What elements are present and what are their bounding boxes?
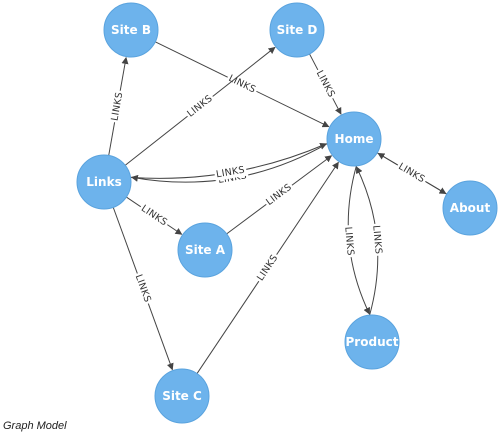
node-circle <box>442 180 498 236</box>
edge-label: LINKS <box>370 225 384 255</box>
node-label: Site B <box>111 23 151 37</box>
edge-label: LINKS <box>185 93 215 120</box>
edge-label-background <box>213 163 248 182</box>
edge-label-background <box>369 223 385 257</box>
edge-label: LINKS <box>215 165 245 181</box>
edge-label-background <box>341 224 357 258</box>
edge-label-background <box>262 180 296 210</box>
edge-label: LINKS <box>227 73 258 96</box>
node-site-a[interactable]: Site A <box>177 222 233 278</box>
node-circle <box>154 368 210 424</box>
node-label: Product <box>346 335 399 349</box>
node-circle <box>269 2 325 58</box>
edge-label: LINKS <box>396 161 427 185</box>
node-links[interactable]: Links <box>76 154 132 210</box>
node-circle <box>326 111 382 167</box>
node-circle <box>344 314 400 370</box>
graph-caption: Graph Model <box>3 420 67 432</box>
node-label: About <box>450 201 491 215</box>
node-label: Site D <box>277 23 318 37</box>
edge-label-background <box>312 67 338 102</box>
node-site-d[interactable]: Site D <box>269 2 325 58</box>
edge-label-background <box>131 271 154 306</box>
node-label: Home <box>335 132 374 146</box>
node-site-c[interactable]: Site C <box>154 368 210 424</box>
node-product[interactable]: Product <box>344 314 400 370</box>
edge-label-background <box>183 91 217 121</box>
node-about[interactable]: About <box>442 180 498 236</box>
edges-layer: LINKS LINKS LINKS LINKS LINKS LINKS LINKS LINKS… <box>108 41 448 374</box>
node-site-b[interactable]: Site B <box>103 2 159 58</box>
edge-label: LINKS <box>314 69 337 100</box>
edge-label-background <box>108 89 127 124</box>
node-circle <box>177 222 233 278</box>
edge-label: LINKS <box>109 91 125 121</box>
edge-label-background <box>394 159 429 187</box>
edge-label-background <box>137 201 171 230</box>
node-label: Links <box>86 175 121 189</box>
node-label: Site C <box>162 389 202 403</box>
edge-label-background <box>225 71 260 97</box>
node-circle <box>76 154 132 210</box>
edge-label: LINKS <box>264 182 294 208</box>
edge-label: LINKS <box>342 226 356 256</box>
node-circle <box>103 2 159 58</box>
edge-label-background <box>253 251 282 285</box>
node-home[interactable]: Home <box>326 111 382 167</box>
node-label: Site A <box>185 243 226 257</box>
edge-label: LINKS <box>133 273 153 304</box>
